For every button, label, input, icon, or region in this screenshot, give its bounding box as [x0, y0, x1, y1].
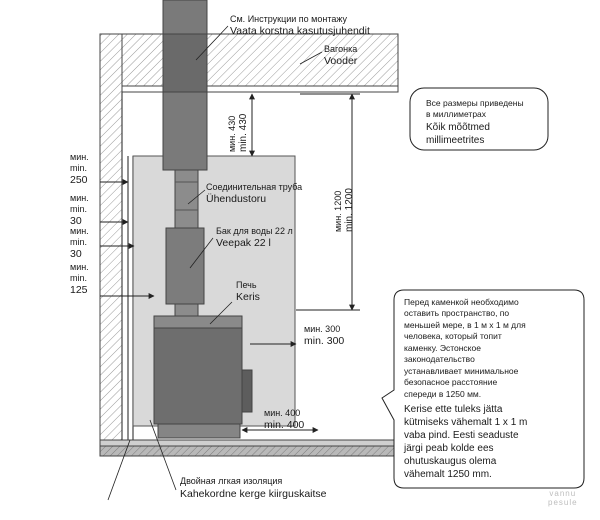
dim-30b-value: 30	[70, 247, 82, 260]
dim-125-et: min.	[70, 272, 88, 283]
dim-250-value: 250	[70, 173, 88, 186]
leader-lines	[107, 25, 323, 501]
note-clearance-ru-line-6: законодательство	[404, 354, 475, 365]
note-clearance-box	[381, 289, 585, 489]
panel-label-et: Vooder	[324, 55, 358, 67]
dim-400-et: min. 400	[264, 418, 305, 431]
note-units-et-2: millimeetrites	[426, 134, 485, 146]
tank-label-ru: Бак для воды 22 л	[216, 226, 293, 236]
watermark-line-2: pesule	[548, 497, 578, 507]
dim-300-ru: мин. 300	[304, 324, 341, 334]
dim-400: мин. 400 min. 400	[264, 408, 304, 431]
note-clearance-ru-line-9: спереди в 1250 мм.	[404, 388, 482, 399]
note-clearance-et-line-4: järgi peab kolde ees	[404, 443, 494, 455]
pipe-label-et: Ühendustoru	[206, 193, 267, 205]
chimney	[162, 0, 208, 171]
wall	[99, 33, 123, 453]
note-clearance-ru-line-8: безопасное расстояние	[404, 377, 498, 388]
dim-30-b: мин. min. 30	[70, 226, 89, 260]
dim-1200: мин. 1200 min. 1200	[333, 188, 355, 232]
dim-300-et: min. 300	[304, 334, 345, 347]
note-clearance-ru-line-7: устанавливает минимальное	[404, 365, 519, 376]
note-clearance-et-line-5: ohutuskaugus olema	[404, 456, 497, 468]
note-clearance-ru-line-1: Перед каменкой необходимо	[404, 297, 519, 307]
dim-125-ru: мин.	[70, 262, 89, 272]
chimney-label-et: Vaata korstna kasutusjuhendit	[230, 25, 370, 37]
dim-125-value: 125	[70, 283, 88, 296]
stove-label-ru: Печь	[236, 280, 257, 290]
dim-1200-ru: мин. 1200	[333, 190, 343, 232]
watermark-line-1: vannu	[549, 489, 577, 498]
dim-300: мин. 300 min. 300	[304, 324, 344, 347]
dim-430-ru: мин. 430	[227, 115, 237, 152]
note-clearance-ru-line-3: меньшей мере, в 1 м x 1 м для	[404, 319, 526, 330]
note-clearance-ru-line-2: оставить пространство, по	[404, 308, 510, 319]
dim-430: мин. 430 min. 430	[227, 113, 249, 152]
note-units-ru-2: в миллиметрах	[426, 109, 487, 120]
stove	[153, 315, 253, 439]
dim-30-a: мин. min. 30	[70, 193, 89, 227]
dim-250-et: min.	[70, 162, 88, 173]
insulation-label-ru: Двойная лгкая изоляция	[180, 476, 283, 486]
note-units: Все размеры приведены в миллиметрах Kõik…	[426, 98, 524, 147]
stove-label-et: Keris	[236, 291, 260, 303]
note-clearance-ru-line-4: человека, который топит	[404, 331, 502, 342]
note-clearance-ru-line-5: каменку. Эстонское	[404, 342, 481, 353]
dim-250: мин. min. 250	[70, 152, 89, 186]
note-clearance-et-line-6: vähemalt 1250 mm.	[404, 469, 492, 481]
dim-430-et: min. 430	[237, 113, 249, 152]
dim-30a-value: 30	[70, 214, 82, 227]
tank-label-et: Veepak 22 l	[216, 237, 271, 249]
chimney-label-ru: См. Инструкции по монтажу	[230, 14, 347, 24]
note-units-et-1: Kõik mõõtmed	[426, 121, 490, 133]
note-clearance-et-line-3: vaba pind. Eesti seaduste	[404, 430, 519, 442]
water-tank	[165, 227, 205, 305]
note-units-box	[409, 87, 549, 151]
panel-label-ru: Вагонка	[324, 44, 358, 54]
dim-125: мин. min. 125	[70, 262, 89, 296]
dim-30b-ru: мин.	[70, 226, 89, 236]
dim-30a-et: min.	[70, 203, 88, 214]
pipe-label-ru: Соединительная труба	[206, 182, 303, 192]
note-units-ru-1: Все размеры приведены	[426, 98, 524, 108]
dim-250-ru: мин.	[70, 152, 89, 162]
insulation-label-et: Kahekordne kerge kiirguskaitse	[180, 488, 327, 500]
tank-to-stove-pipe	[174, 303, 199, 317]
dim-30a-ru: мин.	[70, 193, 89, 203]
note-clearance-et-line-2: kütmiseks vähemalt 1 x 1 m	[404, 417, 528, 429]
dim-400-ru: мин. 400	[264, 408, 301, 418]
floor	[99, 439, 407, 457]
dimension-lines	[100, 93, 360, 433]
dim-1200-et: min. 1200	[343, 188, 355, 232]
dim-30b-et: min.	[70, 236, 88, 247]
watermark-logo: vannu pesule	[548, 489, 578, 508]
note-clearance-et-line-1: Kerise ette tuleks jätta	[404, 404, 503, 416]
